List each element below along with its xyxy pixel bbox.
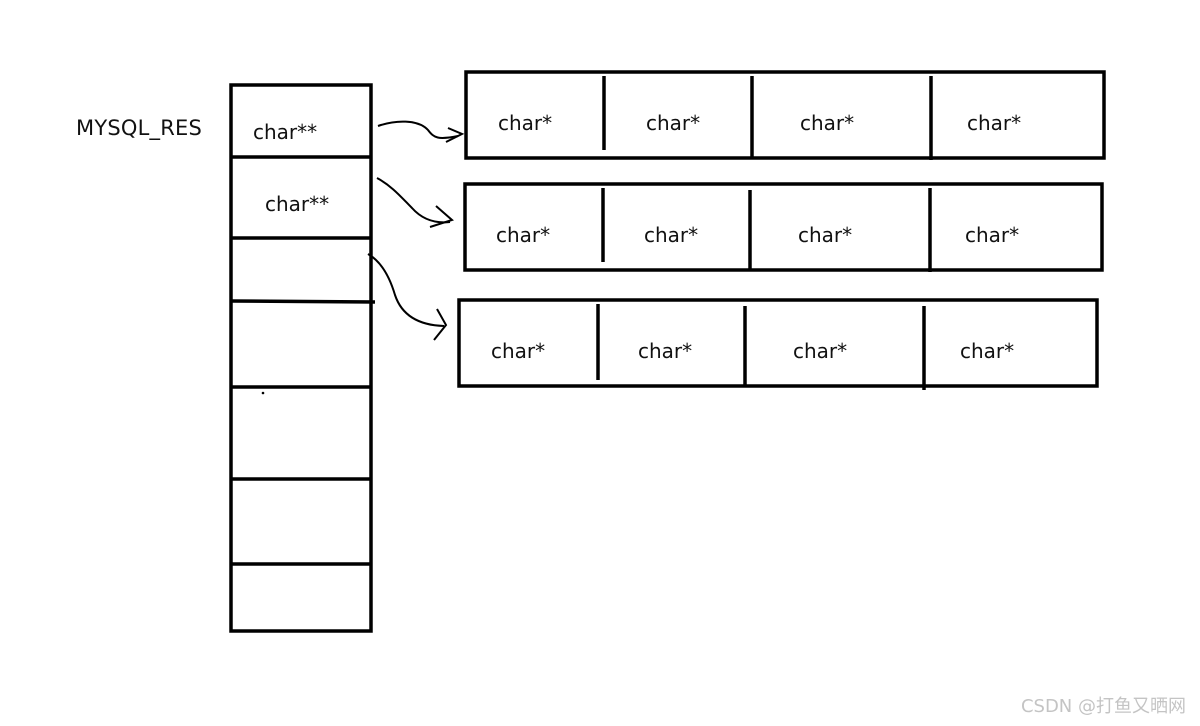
row-cell-label: char* (960, 339, 1015, 363)
row-cell-label: char* (644, 223, 699, 247)
pointer-cell-label: char** (253, 120, 318, 144)
stray-dot (261, 391, 265, 395)
pointer-cell-label: char** (265, 192, 330, 216)
row-cell-label: char* (646, 111, 701, 135)
row-cell-label: char* (800, 111, 855, 135)
row-box (463, 182, 1104, 272)
arrow-to-row-3 (367, 253, 445, 327)
arrow-head-row-2 (429, 205, 454, 228)
row-cell-label: char* (496, 223, 551, 247)
row-cell-label: char* (638, 339, 693, 363)
pointer-column-divider (230, 299, 376, 304)
arrow-to-row-2 (376, 177, 451, 224)
arrow-head-row-1 (445, 127, 465, 143)
row-cell-label: char* (793, 339, 848, 363)
watermark: CSDN @打鱼又晒网 (1020, 696, 1186, 717)
arrow-to-row-1 (377, 120, 459, 139)
row-cell-label: char* (798, 223, 853, 247)
pointer-column-box (229, 83, 373, 633)
row-box (464, 70, 1106, 160)
row-cell-label: char* (498, 111, 553, 135)
row-cell-label: char* (965, 223, 1020, 247)
mysql-res-label: MYSQL_RES (76, 116, 202, 140)
arrow-head-row-3 (433, 308, 448, 341)
row-box (457, 298, 1099, 388)
row-cell-label: char* (491, 339, 546, 363)
row-cell-label: char* (967, 111, 1022, 135)
